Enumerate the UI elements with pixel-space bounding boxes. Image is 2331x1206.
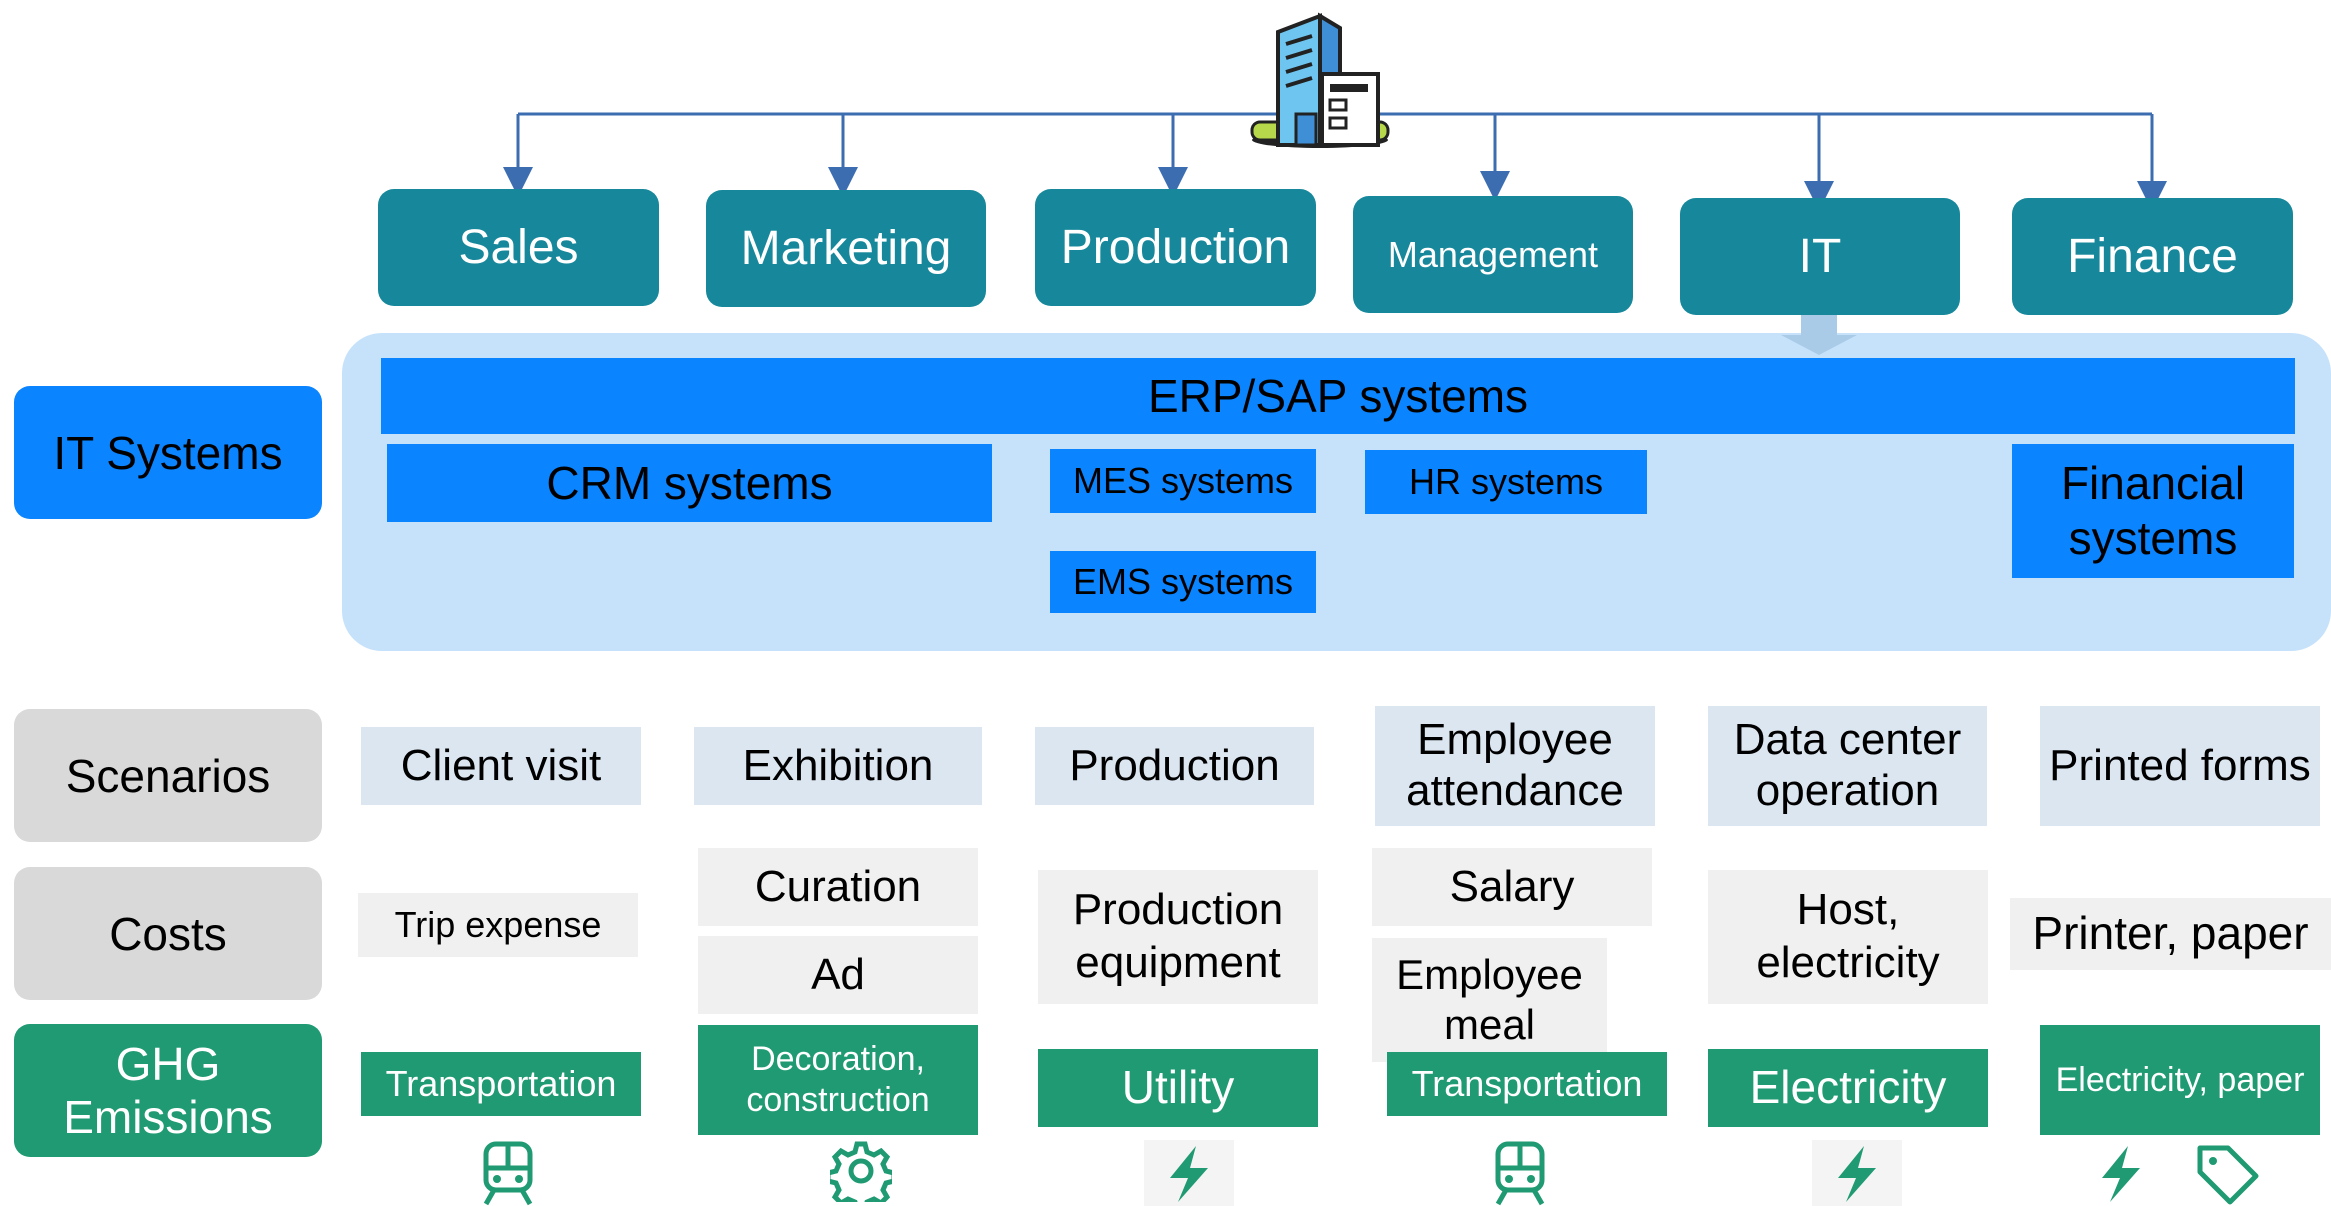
- dept-finance: Finance: [2012, 198, 2293, 315]
- ghg-transportation-management: Transportation: [1387, 1052, 1667, 1116]
- hr-systems: HR systems: [1365, 450, 1647, 514]
- scenario-production: Production: [1035, 727, 1314, 805]
- scenario-exhibition: Exhibition: [694, 727, 982, 805]
- cost-printer-paper: Printer, paper: [2010, 898, 2331, 970]
- dept-production: Production: [1035, 189, 1316, 306]
- scenario-data-center-operation: Data center operation: [1708, 706, 1987, 826]
- scenario-employee-attendance: Employee attendance: [1375, 706, 1655, 826]
- crm-systems: CRM systems: [387, 444, 992, 522]
- lightning-icon-2: [1812, 1140, 1902, 1206]
- erp-systems: ERP/SAP systems: [381, 358, 2295, 434]
- cost-ad: Ad: [698, 936, 978, 1014]
- cost-salary: Salary: [1372, 848, 1652, 926]
- mes-systems: MES systems: [1050, 449, 1316, 513]
- cost-host-electricity: Host, electricity: [1708, 870, 1988, 1004]
- dept-sales: Sales: [378, 189, 659, 306]
- cost-curation: Curation: [698, 848, 978, 926]
- row-label-costs: Costs: [14, 867, 322, 1000]
- row-label-scenarios: Scenarios: [14, 709, 322, 842]
- ghg-electricity-paper: Electricity, paper: [2040, 1025, 2320, 1135]
- row-label-it-systems: IT Systems: [14, 386, 322, 519]
- lightning-icon-3: [2086, 1140, 2156, 1206]
- scenario-printed-forms: Printed forms: [2040, 706, 2320, 826]
- dept-management: Management: [1353, 196, 1633, 313]
- scenario-client-visit: Client visit: [361, 727, 641, 805]
- dept-marketing: Marketing: [706, 190, 986, 307]
- ghg-transportation-sales: Transportation: [361, 1052, 641, 1116]
- cost-production-equipment: Production equipment: [1038, 870, 1318, 1004]
- financial-systems: Financial systems: [2012, 444, 2294, 578]
- row-label-ghg: GHG Emissions: [14, 1024, 322, 1157]
- cost-trip-expense: Trip expense: [358, 893, 638, 957]
- ghg-utility: Utility: [1038, 1049, 1318, 1127]
- dept-it: IT: [1680, 198, 1960, 315]
- train-icon-2: [1492, 1140, 1548, 1206]
- tag-icon: [2192, 1140, 2262, 1206]
- ghg-decoration-construction: Decoration, construction: [698, 1025, 978, 1135]
- building-icon: [1250, 10, 1390, 150]
- ems-systems: EMS systems: [1050, 551, 1316, 613]
- lightning-icon: [1144, 1140, 1234, 1206]
- ghg-electricity: Electricity: [1708, 1049, 1988, 1127]
- cost-employee-meal: Employee meal: [1372, 938, 1607, 1062]
- gear-icon: [830, 1140, 892, 1202]
- train-icon: [480, 1140, 536, 1206]
